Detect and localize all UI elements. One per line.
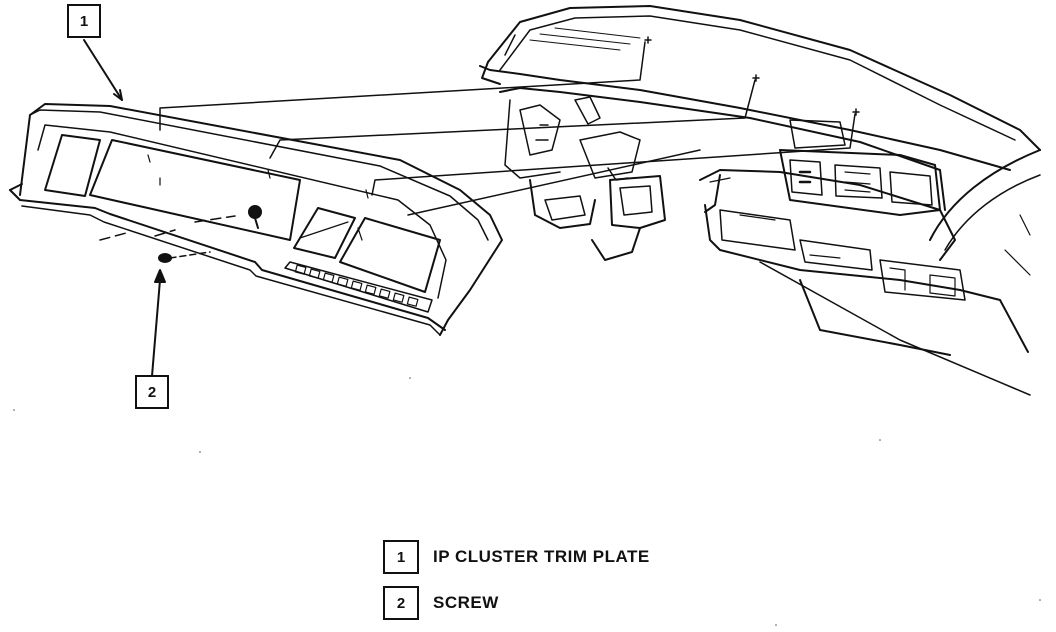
alignment-lines xyxy=(99,41,856,241)
callout-leaders xyxy=(83,39,166,377)
legend-item-1: 1 IP CLUSTER TRIM PLATE xyxy=(383,540,650,574)
callout-1: 1 xyxy=(67,4,101,38)
scan-speckles xyxy=(13,377,1041,626)
callout-2: 2 xyxy=(135,375,169,409)
screw-part xyxy=(158,251,211,263)
legend-label: IP CLUSTER TRIM PLATE xyxy=(433,547,650,566)
cluster-trim-plate xyxy=(9,103,503,336)
legend-item-2: 2 SCREW xyxy=(383,586,499,620)
legend-label: SCREW xyxy=(433,593,499,612)
legend-number: 1 xyxy=(383,540,419,574)
legend-number: 2 xyxy=(383,586,419,620)
instrument-panel xyxy=(479,5,1041,396)
